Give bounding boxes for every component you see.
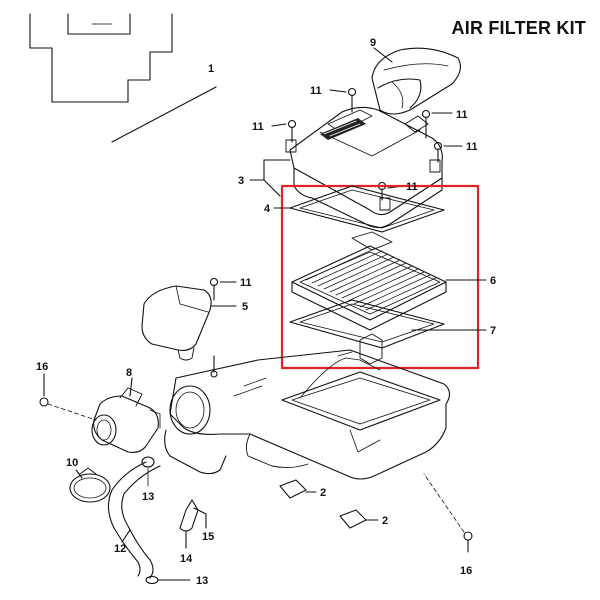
callout-1: 1 bbox=[208, 63, 214, 75]
part-15-drain-clip bbox=[193, 507, 207, 529]
leader-3-arm bbox=[263, 179, 281, 197]
leader-3-bracket bbox=[249, 159, 291, 181]
callout-2a: 2 bbox=[320, 487, 326, 499]
part-14-drain-nozzle bbox=[179, 499, 199, 549]
housing-top-screw bbox=[210, 355, 218, 378]
part-8-maf-sensor bbox=[91, 387, 161, 453]
leader-8 bbox=[129, 377, 133, 397]
part-9-intake-duct bbox=[371, 47, 461, 115]
part-4-top-gasket bbox=[289, 185, 445, 233]
callout-2b: 2 bbox=[382, 515, 388, 527]
part-6-air-filter-element bbox=[291, 231, 447, 331]
leader-10 bbox=[75, 469, 83, 479]
callout-16a: 16 bbox=[36, 361, 48, 373]
lower-airbox-housing bbox=[164, 333, 451, 480]
callout-16b: 16 bbox=[460, 565, 472, 577]
callout-13b: 13 bbox=[196, 575, 208, 587]
filter-kit-highlight-box bbox=[280, 184, 480, 370]
screw-11-cover-left bbox=[287, 119, 297, 143]
callout-10: 10 bbox=[66, 457, 78, 469]
part-16-bolt-left bbox=[39, 373, 97, 421]
callout-11d: 11 bbox=[466, 141, 478, 153]
callout-4: 4 bbox=[264, 203, 271, 215]
callout-7: 7 bbox=[490, 325, 496, 337]
callout-11e: 11 bbox=[406, 181, 418, 193]
part-16-bolt-right bbox=[423, 473, 473, 553]
leader-12 bbox=[121, 529, 131, 543]
part-10-hose-clamp bbox=[69, 467, 111, 503]
part-7-bottom-gasket bbox=[289, 299, 445, 349]
part-5-silencer bbox=[141, 285, 212, 361]
diagram-title: AIR FILTER KIT bbox=[451, 18, 586, 38]
callout-8: 8 bbox=[126, 367, 132, 379]
callout-15: 15 bbox=[202, 531, 214, 543]
callout-6: 6 bbox=[490, 275, 496, 287]
callout-9: 9 bbox=[370, 37, 376, 49]
callout-14: 14 bbox=[180, 553, 193, 565]
screw-11-cover-far-right bbox=[433, 141, 443, 163]
callout-11a: 11 bbox=[310, 85, 322, 97]
leader-11b bbox=[271, 123, 287, 127]
part-3-upper-cover bbox=[285, 106, 443, 229]
callout-5: 5 bbox=[242, 301, 248, 313]
part-12-breather-hose bbox=[107, 461, 161, 579]
screw-11-silencer bbox=[209, 277, 219, 301]
screw-11-cover-right bbox=[421, 109, 431, 139]
leader-9 bbox=[373, 47, 393, 63]
housing-intake-port bbox=[169, 385, 211, 435]
callout-13a: 13 bbox=[142, 491, 154, 503]
leader-11a bbox=[329, 89, 347, 93]
part-2-mount-pad-upper bbox=[279, 479, 317, 499]
callout-11f: 11 bbox=[240, 277, 252, 289]
callout-3: 3 bbox=[238, 175, 244, 187]
callout-12: 12 bbox=[114, 543, 126, 555]
part-13-clamp-upper bbox=[141, 456, 155, 487]
part-13-clamp-lower bbox=[145, 575, 191, 585]
callout-11c: 11 bbox=[456, 109, 468, 121]
leader-1 bbox=[111, 86, 217, 143]
callout-11b: 11 bbox=[252, 121, 264, 133]
screw-11-cover-top bbox=[347, 87, 357, 113]
cover-brand-label bbox=[320, 118, 366, 140]
part-2-mount-pad-lower bbox=[339, 509, 379, 529]
part-1-inset-outline bbox=[29, 13, 173, 103]
